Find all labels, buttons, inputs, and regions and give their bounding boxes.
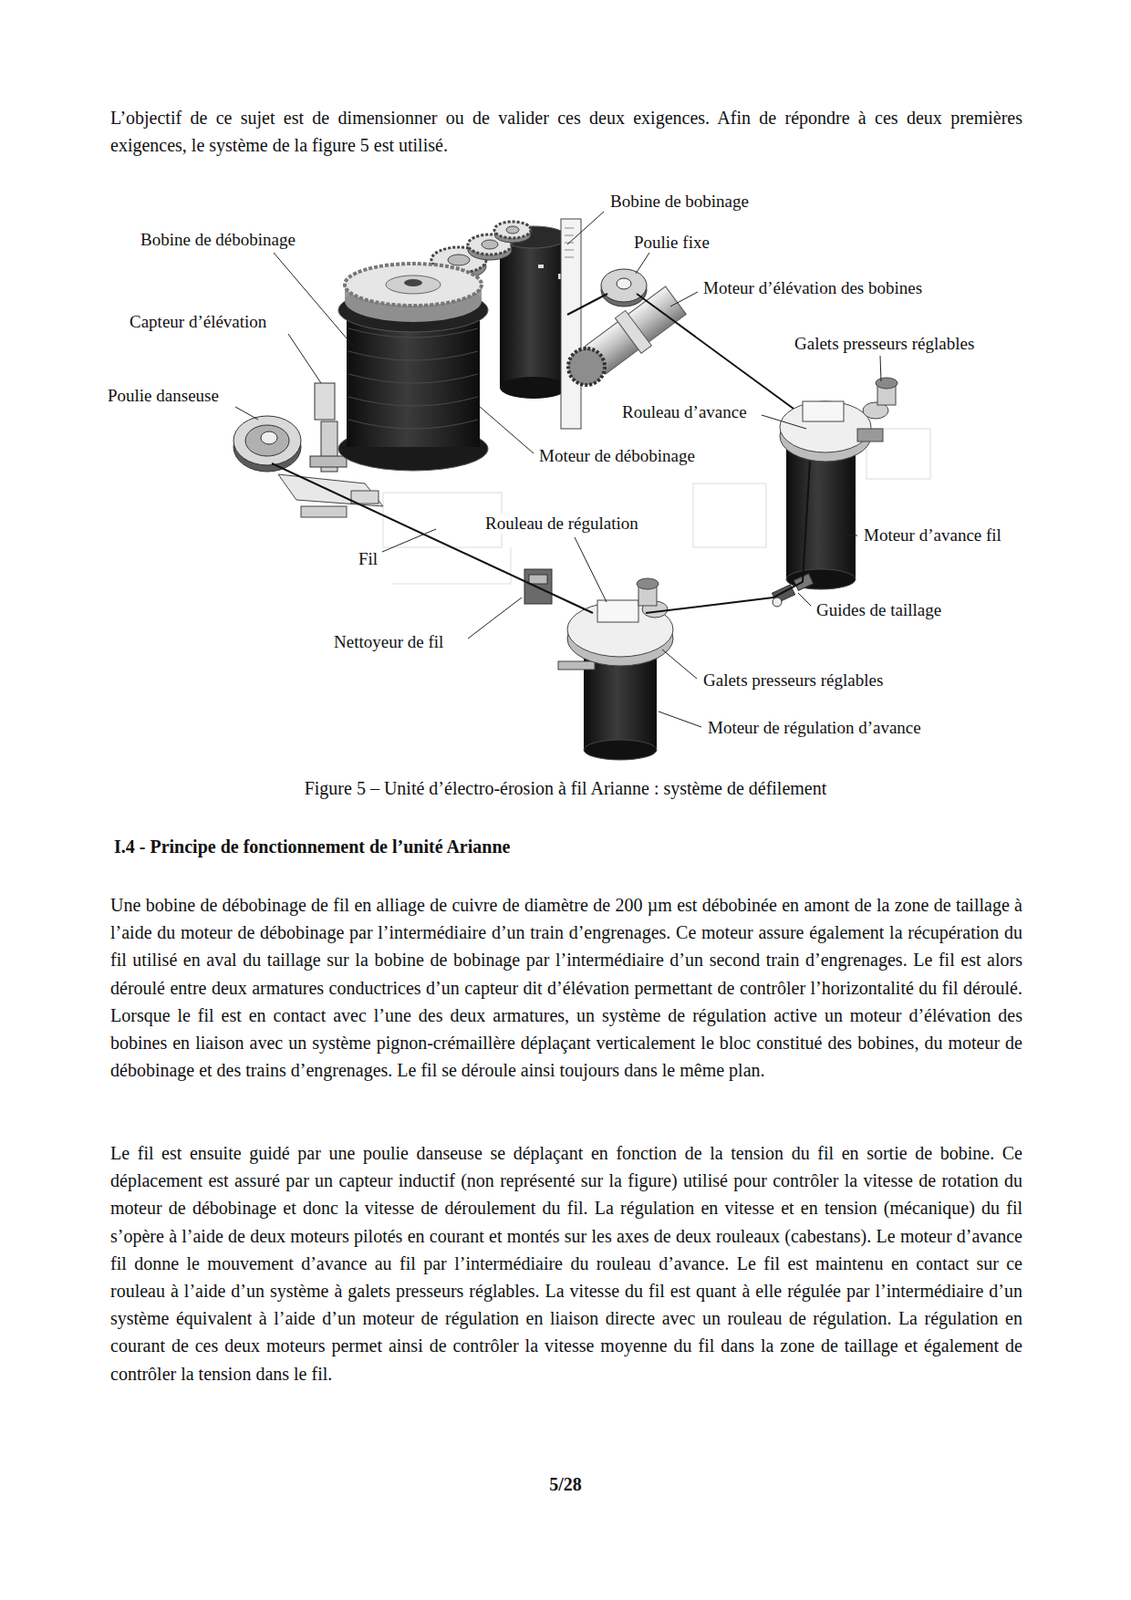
part-label: Poulie fixe bbox=[632, 232, 712, 253]
part-label: Moteur d’avance fil bbox=[861, 525, 1004, 546]
pinion bbox=[568, 348, 605, 385]
section-heading: I.4 - Principe de fonctionnement de l’un… bbox=[114, 834, 510, 859]
figure-caption: Figure 5 – Unité d’électro-érosion à fil… bbox=[0, 776, 1131, 800]
part-label: Galets presseurs réglables bbox=[792, 333, 976, 354]
body-paragraph: L’objectif de ce sujet est de dimensionn… bbox=[110, 103, 1023, 159]
page-number: 5/28 bbox=[0, 1472, 1131, 1496]
part-label: Poulie danseuse bbox=[105, 385, 221, 406]
rack bbox=[560, 218, 582, 429]
part-label: Fil bbox=[356, 549, 380, 570]
part-label: Guides de taillage bbox=[814, 600, 944, 621]
part-label: Nettoyeur de fil bbox=[332, 632, 446, 653]
dancer-base bbox=[278, 474, 384, 518]
fixed-pulley bbox=[601, 269, 647, 307]
feed-unit bbox=[779, 377, 898, 590]
part-label: Bobine de débobinage bbox=[138, 229, 298, 250]
part-label: Moteur d’élévation des bobines bbox=[701, 278, 924, 299]
part-label: Galets presseurs réglables bbox=[701, 670, 885, 691]
part-label: Moteur de débobinage bbox=[537, 446, 697, 467]
part-label: Bobine de bobinage bbox=[608, 191, 751, 212]
part-label: Rouleau d’avance bbox=[620, 402, 749, 423]
body-paragraph: Une bobine de débobinage de fil en allia… bbox=[110, 891, 1023, 1084]
part-label: Capteur d’élévation bbox=[127, 311, 269, 333]
wire bbox=[271, 293, 810, 613]
part-label: Rouleau de régulation bbox=[483, 513, 641, 534]
unwinding-spool bbox=[338, 263, 488, 471]
body-paragraph: Le fil est ensuite guidé par une poulie … bbox=[110, 1139, 1023, 1388]
cutting-guides bbox=[771, 573, 813, 607]
elevation-sensor bbox=[310, 383, 347, 472]
dancer-pulley bbox=[233, 415, 301, 472]
part-label: Moteur de régulation d’avance bbox=[705, 717, 924, 738]
